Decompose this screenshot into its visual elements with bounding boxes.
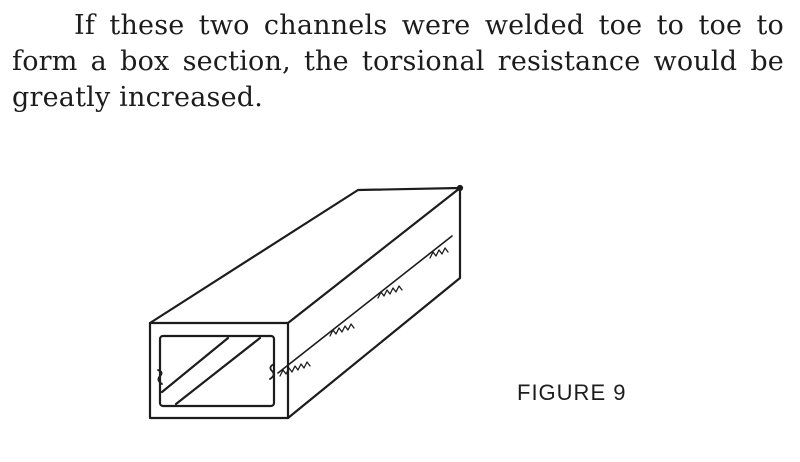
interior-edge-line-2: [174, 336, 262, 406]
right-face-edges: [286, 186, 462, 420]
box-section-figure: [140, 178, 480, 438]
front-seam-left: [157, 369, 163, 385]
interior-edge-line-1: [160, 336, 230, 394]
welded-box-section-illustration: [148, 184, 464, 420]
body-paragraph: If these two channels were welded toe to…: [12, 8, 784, 116]
top-face-edges: [148, 186, 462, 325]
figure-caption: FIGURE 9: [517, 380, 627, 405]
corner-mark: [456, 184, 464, 192]
front-seam-right: [269, 363, 275, 380]
paragraph-line-3: greatly increased.: [12, 82, 264, 113]
weld-bead-segments: [279, 247, 449, 377]
paragraph-line-2: form a box section, the torsional resist…: [12, 46, 784, 77]
paragraph-line-1: If these two channels were welded toe to…: [74, 10, 784, 41]
weld-bead-line: [277, 235, 453, 374]
